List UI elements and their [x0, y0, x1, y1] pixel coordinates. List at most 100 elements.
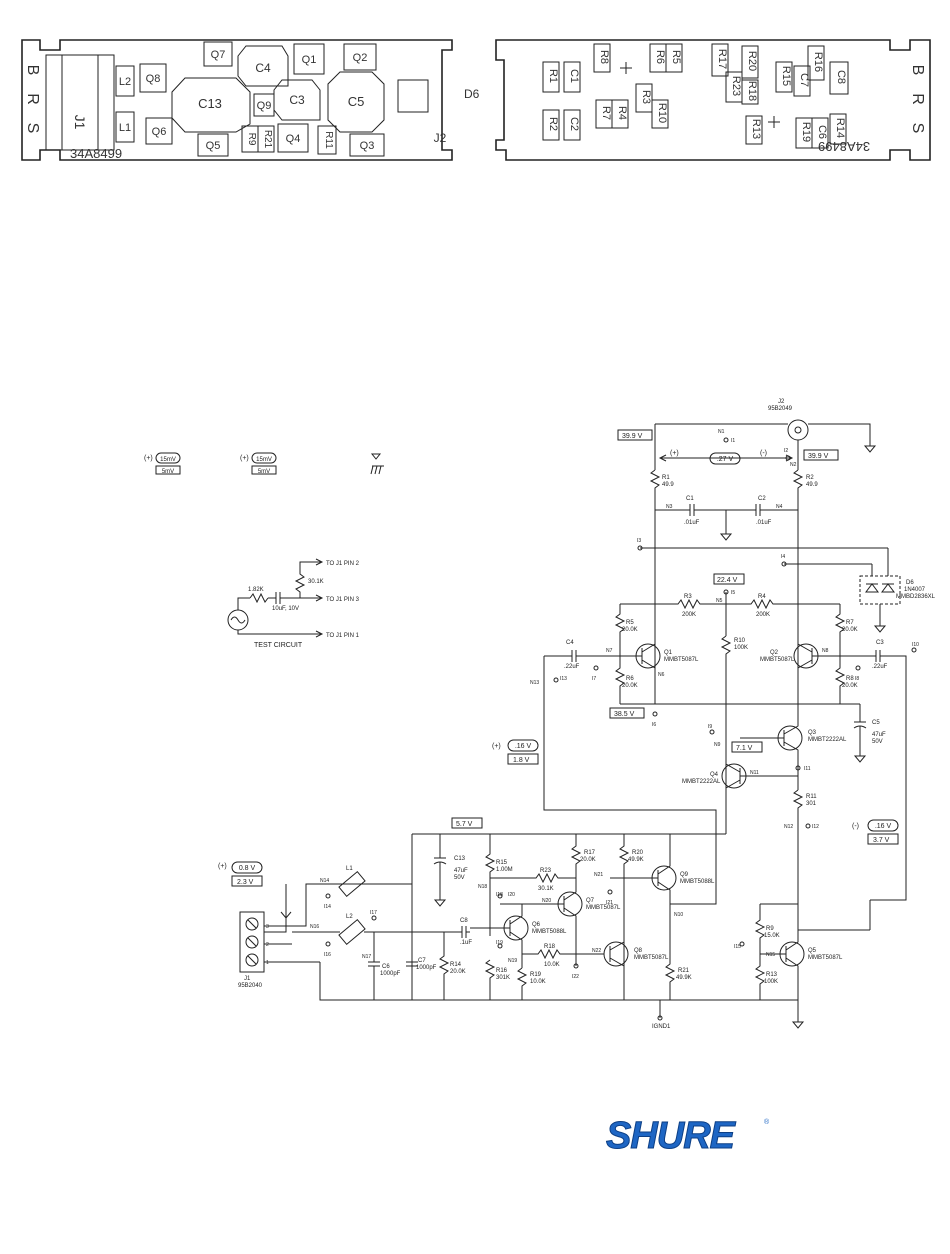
tc-pin1: TO J1 PIN 1 [326, 633, 360, 639]
j1-pos-sign: (+) [218, 863, 227, 870]
node-n10: N10 [674, 912, 683, 918]
node-n9: N9 [714, 742, 721, 748]
pcb-j1: J1 [72, 115, 88, 130]
pcb-r7: R7 [600, 106, 612, 120]
chassis-ground-icon [370, 465, 384, 475]
q8-ref: Q8 [634, 948, 643, 954]
d6-part2: MMBD2836XL [896, 594, 936, 600]
c8-ref: C8 [460, 918, 468, 924]
tp-i13: I13 [560, 676, 567, 682]
v-q3: 7.1 V [736, 745, 753, 752]
q2-part: MMBT5087L [760, 657, 795, 663]
r23-ref: R23 [540, 868, 552, 874]
c5-ref: C5 [872, 720, 880, 726]
r17-val: 20.0K [580, 857, 596, 863]
c6-ref: C6 [382, 964, 390, 970]
v-in-neg-oval: .16 V [875, 823, 892, 830]
c8-val: .1uF [460, 940, 472, 946]
q7-ref: Q7 [586, 898, 595, 904]
pcb-q7: Q7 [211, 49, 226, 61]
tp-i21: I21 [606, 900, 613, 906]
q1-part: MMBT5087L [664, 657, 699, 663]
r18-ref: R18 [544, 944, 556, 950]
top-pos: (+) [670, 450, 679, 457]
q9-part: MMBT5088L [680, 879, 715, 885]
r21-ref: R21 [678, 968, 690, 974]
pcb-c2: C2 [568, 117, 580, 131]
r20-val: 49.9K [628, 857, 644, 863]
r5-ref: R5 [626, 620, 634, 626]
r14-val: 20.0K [450, 969, 466, 975]
legend-pos-1: (+) [144, 455, 153, 462]
v-bot-left: 38.5 V [614, 711, 635, 718]
pcb-r15: R15 [780, 66, 792, 86]
node-n16: N16 [310, 924, 319, 930]
shure-logo-text: SHURE [606, 1115, 737, 1157]
r3-val: 200K [682, 612, 696, 618]
v-j1-oval: 0.8 V [239, 865, 256, 872]
pcb-right-letter-r: R [909, 93, 926, 105]
in-pos-sign: (+) [492, 743, 501, 750]
diode-icon-2 [881, 583, 895, 593]
pcb-q3: Q3 [360, 140, 375, 152]
d6-ref: D6 [906, 580, 914, 586]
v-in-pos-oval: .16 V [515, 743, 532, 750]
pcb-r13: R13 [750, 119, 762, 139]
r1-val: 49.9 [662, 482, 674, 488]
l2-inductor [338, 918, 366, 946]
pcb-j2: J2 [434, 131, 447, 145]
pcb-left: B R S J1 L2 L1 Q8 C13 Q6 Q5 Q7 C4 Q9 R9 … [21, 39, 453, 161]
j1-connector [239, 911, 265, 973]
pcb-r21: R21 [262, 130, 273, 149]
pcb-c1: C1 [568, 69, 580, 83]
pcb-left-code: 34A8499 [70, 146, 122, 161]
j1-part: 95B2040 [238, 983, 263, 989]
node-n2: N2 [790, 462, 797, 468]
pcb-c4: C4 [255, 61, 271, 75]
tp-i11: I11 [804, 766, 811, 772]
r8-val: 20.0K [842, 683, 858, 689]
pcb-left-letter-r: R [24, 93, 41, 105]
tc-pin2: TO J1 PIN 2 [326, 561, 360, 567]
r19-ref: R19 [530, 972, 542, 978]
pcb-r9: R9 [246, 133, 257, 146]
pcb-r10: R10 [656, 103, 668, 123]
tp-i8: I8 [855, 676, 859, 682]
pcb-q4: Q4 [286, 133, 301, 145]
pcb-c6: C6 [816, 125, 828, 139]
r15-ref: R15 [496, 860, 508, 866]
c7-val: 1000pF [416, 965, 437, 971]
pcb-right: B R S R1 C1 R2 C2 R8 R7 R4 R6 R5 R3 R10 … [495, 39, 931, 161]
q4-part: MMBT2222AL [682, 779, 721, 785]
tp-i22: I22 [572, 974, 579, 980]
j1-ref: J1 [244, 976, 251, 982]
c4-val: .22uF [564, 664, 580, 670]
q9-transistor-icon [651, 865, 677, 891]
r20-ref: R20 [632, 850, 644, 856]
ground-symbol-icon [370, 453, 382, 460]
v-top-right: 39.9 V [808, 453, 829, 460]
c6-val: 1000pF [380, 971, 401, 977]
r7-ref: R7 [846, 620, 854, 626]
registered-mark: ® [764, 1118, 770, 1126]
pcb-r23: R23 [730, 76, 742, 96]
node-n11: N11 [750, 770, 759, 776]
pcb-left-letter-s: S [24, 123, 41, 134]
r2-val: 49.9 [806, 482, 818, 488]
tp-i19: I19 [496, 940, 503, 946]
r11-ref: R11 [806, 794, 817, 800]
q3-part: MMBT2222AL [808, 737, 847, 743]
tp-i15: I15 [734, 944, 741, 950]
tp-i3: I3 [637, 538, 641, 544]
r21-val: 49.9K [676, 975, 692, 981]
v-n5: 22.4 V [717, 577, 738, 584]
c5-volt: 50V [872, 739, 883, 745]
q9-ref: Q9 [680, 872, 689, 878]
tc-cap: 10uF, 10V [272, 606, 299, 612]
pcb-q1: Q1 [302, 54, 317, 66]
pcb-left-letter-b: B [24, 65, 41, 76]
tp-i14: I14 [324, 904, 331, 910]
tp-i18: I18 [496, 892, 503, 898]
pcb-q9: Q9 [257, 100, 272, 112]
in-neg-sign: (-) [852, 823, 859, 830]
